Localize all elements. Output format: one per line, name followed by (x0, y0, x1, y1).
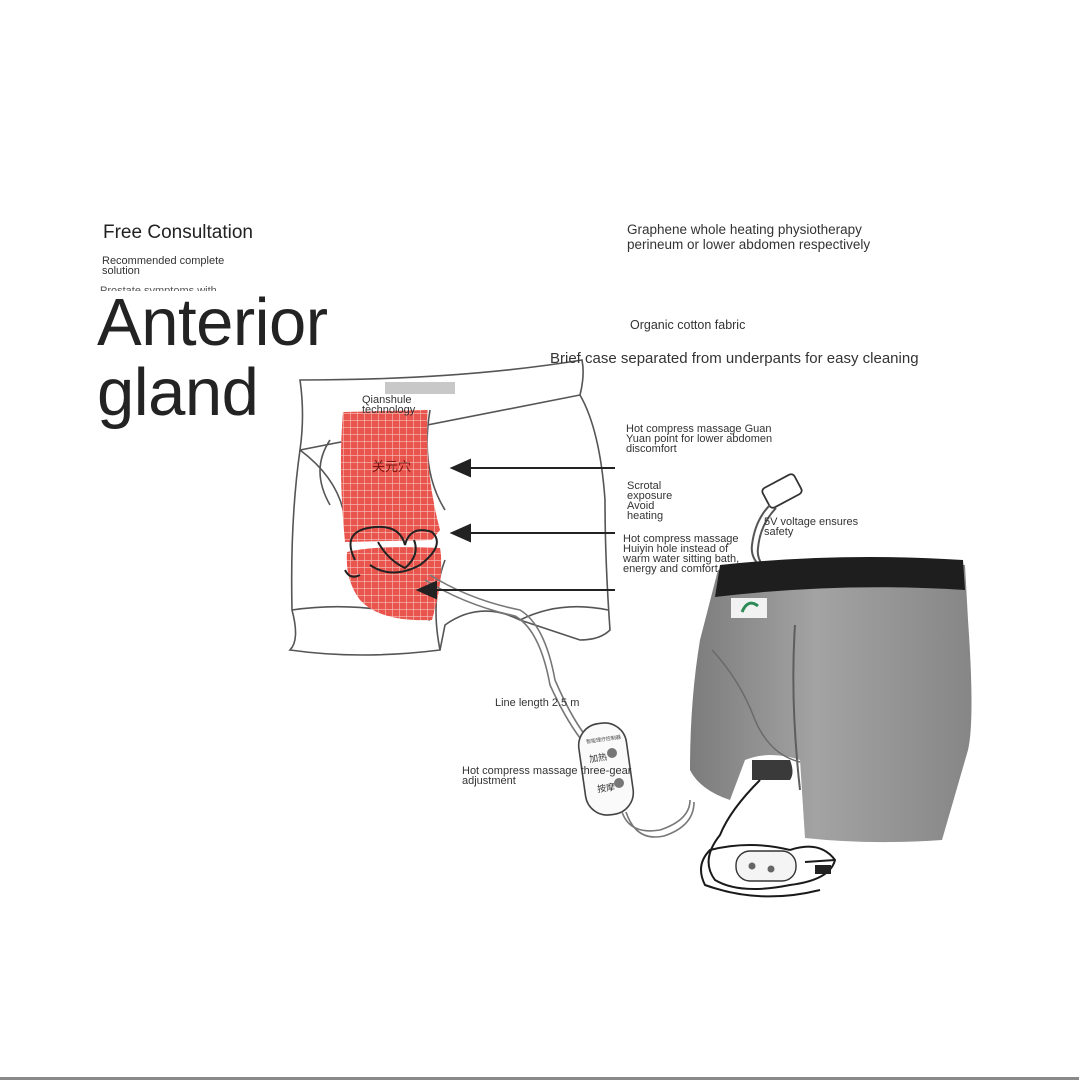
brand-strip (385, 382, 455, 394)
controller-heat-label: 加热 (588, 752, 608, 766)
three-gear-annotation: Hot compress massage three-gear adjustme… (462, 765, 632, 787)
acupoint-label: 关元穴 (372, 460, 412, 475)
free-consultation-heading: Free Consultation (103, 222, 253, 243)
cable-bundle (700, 779, 837, 898)
bottom-divider (0, 1077, 1079, 1080)
gray-boxer (690, 556, 972, 843)
guan-yuan-annotation: Hot compress massage Guan Yuan point for… (626, 423, 773, 455)
bottom-remote (735, 850, 831, 882)
diagram-cable (424, 574, 586, 739)
brand-annotation: Qianshule technology (362, 394, 416, 416)
controller-massage-label: 按摩 (596, 782, 616, 796)
diagram-wire (344, 525, 438, 578)
organic-cotton-annotation: Organic cotton fabric (630, 318, 746, 332)
graphene-annotation: Graphene whole heating physiotherapy per… (627, 222, 871, 252)
page-title: Anterior gland (97, 288, 328, 428)
scrotal-annotation: Scrotal exposure Avoid heating (627, 480, 673, 522)
outline-underwear (288, 359, 611, 656)
title-line-1: Anterior (97, 285, 328, 360)
title-line-2: gland (97, 355, 259, 430)
huiyin-annotation: Hot compress massage Huiyin hole instead… (623, 533, 740, 575)
hand-controller (577, 722, 695, 838)
cut-off-text: Prostate symptoms with (100, 285, 217, 291)
pointer-arrows (415, 458, 615, 600)
line-length-annotation: Line length 2.5 m (495, 697, 580, 709)
brief-case-annotation: Brief case separated from underpants for… (550, 350, 919, 367)
recommended-solution-text: Recommended complete solution (102, 255, 225, 277)
voltage-annotation: 5V voltage ensures safety (764, 516, 859, 538)
